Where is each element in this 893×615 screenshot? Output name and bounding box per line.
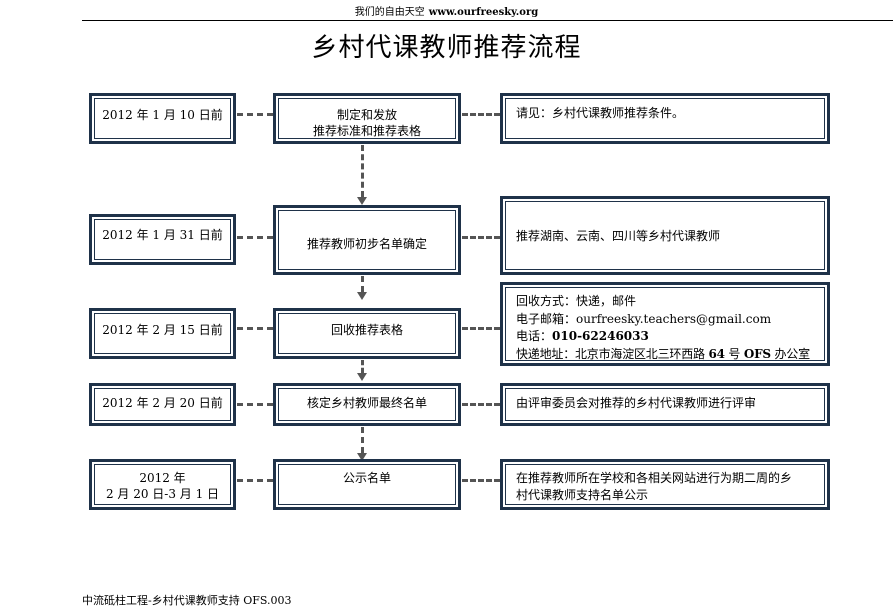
page-title: 乡村代课教师推荐流程 [311,33,582,63]
arrow-head [357,373,367,381]
note-box-3: 回收方式：快递，邮件 电子邮箱：ourfreesky.teachers@gmai… [500,282,830,366]
date-text: 2012 年 2 月 15 日前 [102,323,223,337]
address-end: 办公室 [774,346,810,361]
connector-note-1 [462,113,500,116]
page-footer: 中流砥柱工程-乡村代课教师支持 OFS.003 [82,594,292,607]
step-box-4: 核定乡村教师最终名单 [273,383,461,426]
flow-arrow-1 [361,145,364,197]
flow-arrow-3 [361,360,364,373]
note-box-1: 请见：乡村代课教师推荐条件。 [500,93,830,144]
email-line: 电子邮箱：ourfreesky.teachers@gmail.com [516,311,815,329]
note-text: 在推荐教师所在学校和各相关网站进行为期二周的乡 [516,471,793,485]
email-address: ourfreesky.teachers@gmail.com [576,311,772,326]
arrow-head [357,292,367,300]
phone-line: 电话：010-62246033 [516,328,815,346]
return-method: 回收方式：快递，邮件 [516,294,637,308]
address-number: 64 [708,346,725,361]
site-url: www.ourfreesky.org [428,7,539,18]
connector-date-5 [237,479,273,482]
email-label: 电子邮箱： [516,311,577,326]
step-text: 回收推荐表格 [330,323,403,337]
note-box-4: 由评审委员会对推荐的乡村代课教师进行评审 [500,383,830,426]
step-text: 推荐标准和推荐表格 [312,124,421,138]
date-text: 2012 年 1 月 10 日前 [102,108,223,122]
connector-date-3 [237,327,273,330]
note-text: 推荐湖南、云南、四川等乡村代课教师 [516,229,721,243]
step-text: 制定和发放 [336,108,397,122]
arrow-head [357,197,367,205]
date-text: 2012 年 [139,471,186,485]
phone-number: 010-62246033 [552,329,649,343]
date-box-1: 2012 年 1 月 10 日前 [89,93,236,144]
flow-arrow-4 [361,427,364,453]
header-rule [82,20,893,21]
note-text: 请见：乡村代课教师推荐条件。 [516,106,685,120]
note-box-5: 在推荐教师所在学校和各相关网站进行为期二周的乡 村代课教师支持名单公示 [500,459,830,510]
date-text: 2012 年 2 月 20 日前 [102,396,223,410]
address-line: 快递地址：北京市海淀区北三环西路 64 号 OFS 办公室 [516,346,815,364]
note-box-2: 推荐湖南、云南、四川等乡村代课教师 [500,196,830,275]
note-text: 村代课教师支持名单公示 [516,488,649,502]
date-text: 2 月 20 日-3 月 1 日 [105,487,220,501]
step-box-3: 回收推荐表格 [273,308,461,359]
connector-note-4 [462,403,500,406]
connector-note-3 [462,327,500,330]
date-box-5: 2012 年 2 月 20 日-3 月 1 日 [89,459,236,510]
address-org: OFS [743,346,771,361]
date-box-3: 2012 年 2 月 15 日前 [89,308,236,359]
date-text: 2012 年 1 月 31 日前 [102,228,223,242]
step-box-1: 制定和发放 推荐标准和推荐表格 [273,93,461,144]
site-name: 我们的自由天空 [354,7,425,18]
step-box-2: 推荐教师初步名单确定 [273,205,461,275]
date-box-4: 2012 年 2 月 20 日前 [89,383,236,426]
connector-note-2 [462,236,500,239]
address-label: 快递地址：北京市海淀区北三环西路 [516,346,705,361]
arrow-head [357,453,367,461]
flow-arrow-2 [361,276,364,292]
connector-date-2 [237,236,273,239]
phone-label: 电话： [516,329,553,343]
connector-date-4 [237,403,273,406]
address-mid: 号 [728,346,741,361]
connector-note-5 [462,479,500,482]
step-text: 核定乡村教师最终名单 [306,396,427,410]
step-text: 推荐教师初步名单确定 [306,237,427,251]
connector-date-1 [237,113,273,116]
step-box-5: 公示名单 [273,459,461,510]
note-text: 由评审委员会对推荐的乡村代课教师进行评审 [516,396,757,410]
step-text: 公示名单 [342,471,391,485]
date-box-2: 2012 年 1 月 31 日前 [89,214,236,265]
